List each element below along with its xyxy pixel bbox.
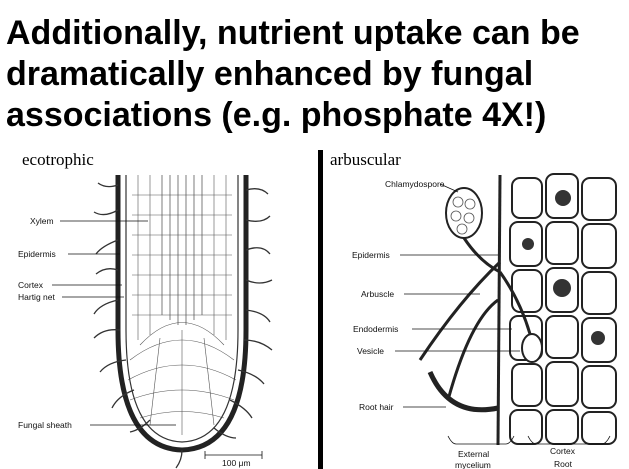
- ecotrophic-label: ecotrophic: [22, 150, 94, 170]
- slide-title: Additionally, nutrient uptake can be dra…: [6, 13, 626, 136]
- scale-bar-label: 100 μm: [222, 458, 251, 468]
- chlamydospore: [446, 188, 482, 238]
- external-mycelium-label-1: External: [458, 449, 489, 459]
- root-cap: [128, 323, 236, 436]
- fungal-sheath-label: Fungal sheath: [18, 420, 72, 430]
- arbuscle-label: Arbuscle: [361, 289, 394, 299]
- arbuscular-root-diagram: Chlamydospore Epidermis Arbuscle Endoder…: [323, 168, 629, 469]
- epidermis-wall: [498, 175, 500, 445]
- root-hair-label: Root hair: [359, 402, 394, 412]
- vesicle: [522, 334, 542, 362]
- root-hair: [430, 372, 498, 410]
- root-label: Root: [554, 459, 573, 469]
- epidermis-label-right: Epidermis: [352, 250, 390, 260]
- cortex-label-right: Cortex: [550, 446, 576, 456]
- cortex-label: Cortex: [18, 280, 44, 290]
- arbuscular-label: arbuscular: [330, 150, 401, 170]
- root-cortex-cells: [510, 174, 616, 444]
- xylem-strands: [162, 175, 202, 325]
- chlamydospore-label: Chlamydospore: [385, 179, 445, 189]
- endodermis-label: Endodermis: [353, 324, 398, 334]
- ecotrophic-root-diagram: Xylem Epidermis Cortex Hartig net Fungal…: [0, 168, 316, 469]
- cortex-cells: [132, 175, 232, 340]
- epidermis-label: Epidermis: [18, 249, 56, 259]
- external-mycelium-label-2: mycelium: [455, 460, 491, 469]
- vesicle-label: Vesicle: [357, 346, 384, 356]
- xylem-label: Xylem: [30, 216, 54, 226]
- hartig-net-label: Hartig net: [18, 292, 55, 302]
